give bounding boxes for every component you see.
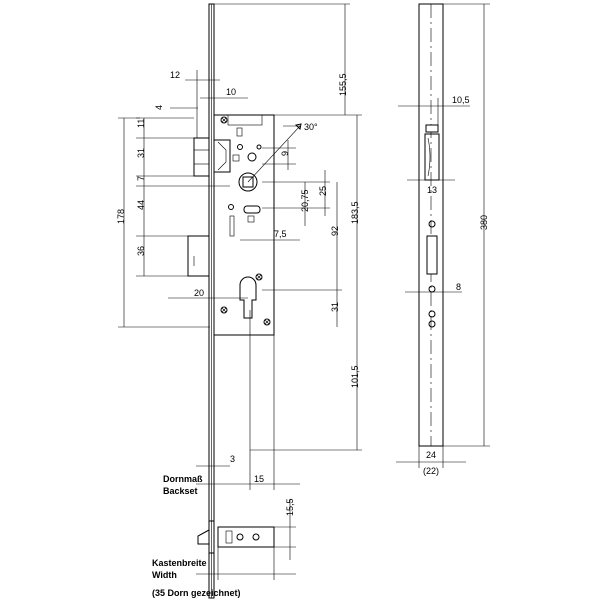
- dim-92-label: 92: [330, 226, 340, 236]
- dimensions-front-right: 155,5 183,5 9 25 20,75 7,5 92: [214, 3, 362, 451]
- dim-101-5-label: 101,5: [350, 365, 360, 388]
- screw-icon: [220, 116, 228, 124]
- dim-22-label: (22): [423, 466, 439, 476]
- latch-bolt: [193, 137, 231, 177]
- side-view: 10,5 13 8 380 24 (22): [396, 3, 490, 476]
- dim-11-label: 11: [136, 119, 146, 128]
- dim-4-label: 4: [154, 105, 164, 110]
- screw-icons: [220, 116, 271, 326]
- deadbolt-side: [426, 235, 438, 275]
- dim-10-5-label: 10,5: [452, 95, 470, 105]
- dim-12-label: 12: [170, 70, 180, 80]
- dim-24-label: 24: [426, 450, 436, 460]
- screw-icon: [220, 306, 228, 314]
- bottom-view: 15,5 Kastenbreite Width (35 Dorn gezeich…: [152, 498, 296, 598]
- case-bottom: [217, 526, 275, 548]
- front-view: 30° 12 10 4 11 31 7 44 36: [116, 3, 362, 599]
- dim-20-75-label: 20,75: [300, 189, 310, 212]
- note-label: (35 Dorn gezeichnet): [152, 588, 241, 598]
- dim-31b-label: 31: [330, 302, 340, 312]
- dim-36-label: 36: [136, 246, 146, 256]
- dim-13-label: 13: [427, 185, 437, 195]
- dim-3-label: 3: [230, 454, 235, 464]
- case-inner-top: [227, 114, 263, 126]
- dornmass-label: Dornmaß: [163, 474, 203, 484]
- dim-20-label: 20: [194, 288, 204, 298]
- dim-155-5-label: 155,5: [338, 73, 348, 96]
- dimensions-front-left: 12 10 4 11 31 7 44 36 178 2: [116, 70, 248, 328]
- dim-25-label: 25: [318, 186, 328, 196]
- latch-side: [424, 133, 440, 181]
- dim-7-5-label: 7,5: [274, 229, 287, 239]
- dim-15-5-label: 15,5: [285, 498, 295, 516]
- screw-icon: [255, 273, 263, 281]
- kastenbreite-label: Kastenbreite: [152, 558, 207, 568]
- width-label: Width: [152, 570, 177, 580]
- dim-380-label: 380: [479, 215, 489, 230]
- angle-30-label: 30°: [304, 122, 318, 132]
- cylinder-cutout: [239, 276, 257, 319]
- backset-label: Backset: [163, 486, 198, 496]
- dim-15-label: 15: [254, 474, 264, 484]
- screw-icon: [263, 318, 271, 326]
- dim-8-label: 8: [456, 282, 461, 292]
- dim-9-label: 9: [280, 151, 290, 156]
- dim-44-label: 44: [136, 200, 146, 210]
- dim-183-5-label: 183,5: [350, 201, 360, 224]
- dimensions-backset: 3 15 Dornmaß Backset: [163, 310, 300, 496]
- screw-icon: [228, 204, 234, 210]
- dim-31-label: 31: [136, 148, 146, 158]
- dim-10-label: 10: [226, 87, 236, 97]
- dead-bolt: [187, 235, 210, 277]
- dim-178-label: 178: [116, 209, 126, 224]
- dim-7-label: 7: [136, 176, 146, 181]
